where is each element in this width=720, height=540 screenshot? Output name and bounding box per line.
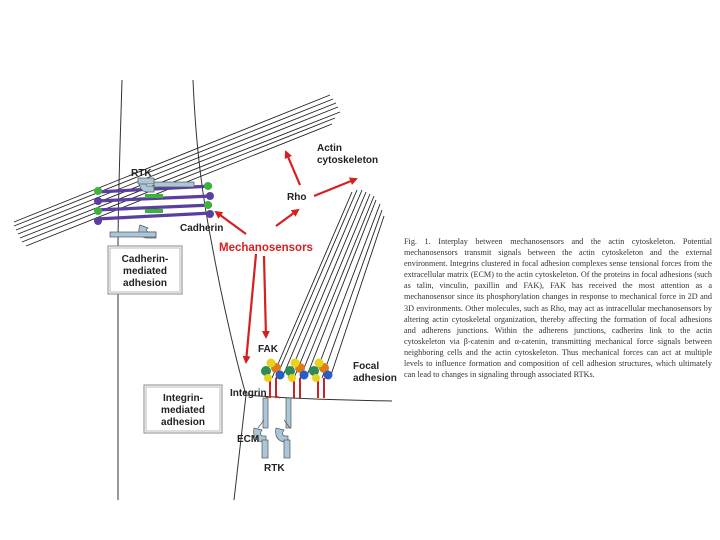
rtk-top-label: RTK (131, 168, 152, 179)
integrin-adhesion-box: Integrin- mediated adhesion (143, 384, 223, 434)
integrin-adhesion-line2: mediated (161, 405, 205, 416)
integrin-adhesion-line3: adhesion (161, 417, 205, 428)
focal-adhesion-cluster-3 (309, 358, 333, 398)
rtk-receptor-top (137, 177, 195, 193)
actin-cytoskeleton-label-line1: Actin (317, 143, 342, 154)
actin-cytoskeleton-label-line2: cytoskeleton (317, 155, 378, 166)
ecm-label: ECM (237, 434, 259, 445)
cadherin-adhesion-line2: mediated (123, 266, 167, 277)
figure-caption: Fig. 1. Interplay between mechanosensors… (404, 237, 712, 380)
diagram-labels: Actin cytoskeleton Rho RTK Cadherin Mech… (131, 143, 397, 474)
cadherin-adhesion-box: Cadherin- mediated adhesion (107, 245, 183, 295)
rtk-receptors-bottom (253, 397, 292, 459)
focal-adhesion-label-line1: Focal (353, 361, 379, 372)
rtk-bottom-label: RTK (264, 463, 285, 474)
rho-label: Rho (287, 192, 306, 203)
mechanosensors-label: Mechanosensors (219, 242, 313, 254)
cadherin-receptor-bottom (109, 224, 157, 239)
fak-label: FAK (258, 344, 279, 355)
cadherin-adhesion-line1: Cadherin- (122, 254, 169, 265)
actin-fiber-bundle-top (13, 94, 341, 247)
focal-adhesion-label-line2: adhesion (353, 373, 397, 384)
integrin-adhesion-line1: Integrin- (163, 393, 203, 404)
integrin-label: Integrin (230, 388, 267, 399)
cadherin-adhesion-line3: adhesion (123, 278, 167, 289)
focal-adhesion-cluster-1 (261, 358, 285, 399)
actin-fiber-bundle-focal (271, 189, 385, 379)
cadherin-label: Cadherin (180, 223, 223, 234)
focal-adhesion-complexes (261, 358, 333, 399)
focal-adhesion-cluster-2 (285, 358, 309, 398)
signaling-arrows (214, 150, 358, 364)
